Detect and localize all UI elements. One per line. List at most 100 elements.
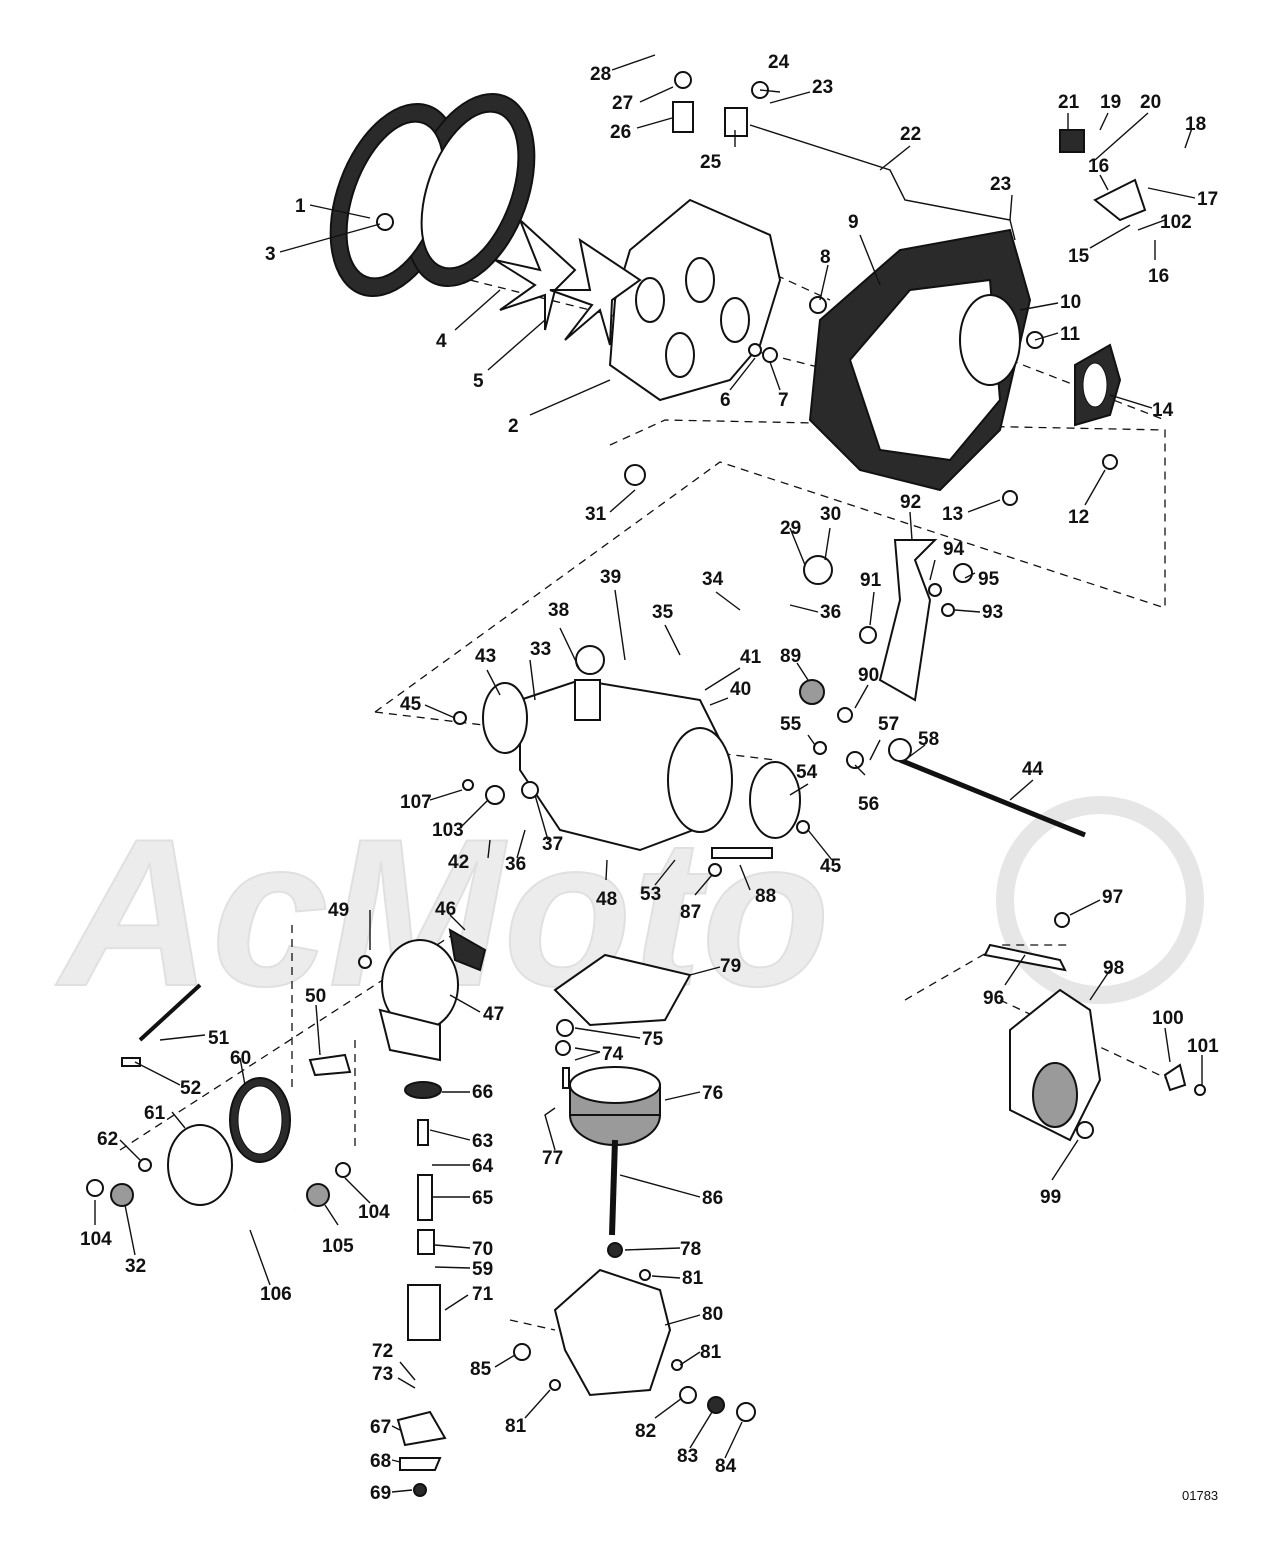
callout-104b: 104 bbox=[358, 1202, 390, 1223]
callout-30: 30 bbox=[820, 504, 841, 525]
callout-69: 69 bbox=[370, 1483, 391, 1504]
callout-88: 88 bbox=[755, 886, 776, 907]
callout-28: 28 bbox=[590, 64, 611, 85]
callout-3: 3 bbox=[265, 244, 276, 265]
callout-17: 17 bbox=[1197, 189, 1218, 210]
callout-7: 7 bbox=[778, 390, 789, 411]
callout-50: 50 bbox=[305, 986, 326, 1007]
callout-94: 94 bbox=[943, 539, 965, 560]
callout-14: 14 bbox=[1152, 400, 1174, 421]
callout-98: 98 bbox=[1103, 958, 1124, 979]
callout-45b: 45 bbox=[820, 856, 842, 877]
callout-2: 2 bbox=[508, 416, 519, 437]
callout-67: 67 bbox=[370, 1417, 391, 1438]
callout-76: 76 bbox=[702, 1083, 723, 1104]
callout-80: 80 bbox=[702, 1304, 723, 1325]
callout-57: 57 bbox=[878, 714, 899, 735]
callout-72: 72 bbox=[372, 1341, 393, 1362]
callout-27: 27 bbox=[612, 93, 633, 114]
callout-84: 84 bbox=[715, 1456, 737, 1477]
callout-26: 26 bbox=[610, 122, 631, 143]
gasket-79 bbox=[553, 953, 692, 1027]
callout-103: 103 bbox=[432, 820, 464, 841]
callout-100: 100 bbox=[1152, 1008, 1184, 1029]
callout-45a: 45 bbox=[400, 694, 422, 715]
callout-64: 64 bbox=[472, 1156, 494, 1177]
callout-74: 74 bbox=[602, 1044, 624, 1065]
callout-54: 54 bbox=[796, 762, 818, 783]
callout-66: 66 bbox=[472, 1082, 493, 1103]
callout-81a: 81 bbox=[682, 1268, 704, 1289]
callout-47: 47 bbox=[483, 1004, 504, 1025]
callout-106: 106 bbox=[260, 1284, 292, 1305]
callout-77: 77 bbox=[542, 1148, 563, 1169]
callout-93: 93 bbox=[982, 602, 1003, 623]
callout-68: 68 bbox=[370, 1451, 391, 1472]
callout-86: 86 bbox=[702, 1188, 723, 1209]
callout-85: 85 bbox=[470, 1359, 492, 1380]
callout-33: 33 bbox=[530, 639, 551, 660]
callout-15: 15 bbox=[1068, 246, 1090, 267]
throttle-shaft-44 bbox=[899, 757, 1086, 838]
callout-60: 60 bbox=[230, 1048, 251, 1069]
pump-parts-column bbox=[396, 1081, 447, 1471]
callout-13: 13 bbox=[942, 504, 963, 525]
reed-petals-4-5 bbox=[494, 219, 642, 346]
callout-89: 89 bbox=[780, 646, 801, 667]
callout-48: 48 bbox=[596, 889, 617, 910]
callout-59: 59 bbox=[472, 1259, 493, 1280]
callout-36a: 36 bbox=[820, 602, 841, 623]
callout-31: 31 bbox=[585, 504, 607, 525]
fuel-hose-106 bbox=[149, 1207, 296, 1224]
callout-19: 19 bbox=[1100, 92, 1121, 113]
small-fasteners bbox=[86, 71, 1206, 1497]
callout-1: 1 bbox=[295, 196, 306, 217]
callout-21: 21 bbox=[1058, 92, 1080, 113]
carb-adapter-9 bbox=[808, 228, 1032, 492]
callout-71: 71 bbox=[472, 1284, 494, 1305]
callout-90: 90 bbox=[858, 665, 879, 686]
callout-35: 35 bbox=[652, 602, 674, 623]
callout-42: 42 bbox=[448, 852, 469, 873]
callout-32: 32 bbox=[125, 1256, 146, 1277]
callout-73: 73 bbox=[372, 1364, 393, 1385]
callout-10: 10 bbox=[1060, 292, 1081, 313]
callout-92: 92 bbox=[900, 492, 921, 513]
callout-81b: 81 bbox=[700, 1342, 722, 1363]
callout-43: 43 bbox=[475, 646, 496, 667]
callout-41: 41 bbox=[740, 647, 762, 668]
callout-97: 97 bbox=[1102, 887, 1123, 908]
callout-82: 82 bbox=[635, 1421, 656, 1442]
callout-24: 24 bbox=[768, 52, 790, 73]
callout-38: 38 bbox=[548, 600, 569, 621]
callout-70: 70 bbox=[472, 1239, 493, 1260]
callout-65: 65 bbox=[472, 1188, 494, 1209]
callout-16b: 16 bbox=[1148, 266, 1169, 287]
callout-102: 102 bbox=[1160, 212, 1192, 233]
gasket-1 bbox=[329, 92, 536, 298]
callout-44: 44 bbox=[1022, 759, 1044, 780]
callout-36b: 36 bbox=[505, 854, 526, 875]
callout-5: 5 bbox=[473, 371, 484, 392]
callout-81c: 81 bbox=[505, 1416, 527, 1437]
callout-12: 12 bbox=[1068, 507, 1089, 528]
callout-51: 51 bbox=[208, 1028, 230, 1049]
callout-58: 58 bbox=[918, 729, 939, 750]
callout-63: 63 bbox=[472, 1131, 493, 1152]
callout-52: 52 bbox=[180, 1078, 201, 1099]
callout-46: 46 bbox=[435, 899, 456, 920]
callout-23b: 23 bbox=[990, 174, 1011, 195]
callout-62: 62 bbox=[97, 1129, 118, 1150]
callout-39: 39 bbox=[600, 567, 621, 588]
link-rod-22 bbox=[749, 124, 1016, 241]
cover-61-gasket-60 bbox=[167, 1077, 291, 1206]
callout-40: 40 bbox=[730, 679, 751, 700]
callout-23a: 23 bbox=[812, 77, 833, 98]
callout-22: 22 bbox=[900, 124, 921, 145]
callout-37: 37 bbox=[542, 834, 563, 855]
callout-53: 53 bbox=[640, 884, 661, 905]
callout-91: 91 bbox=[860, 570, 882, 591]
svg-text:AcMoto: AcMoto bbox=[55, 795, 830, 1030]
callout-96: 96 bbox=[983, 988, 1004, 1009]
